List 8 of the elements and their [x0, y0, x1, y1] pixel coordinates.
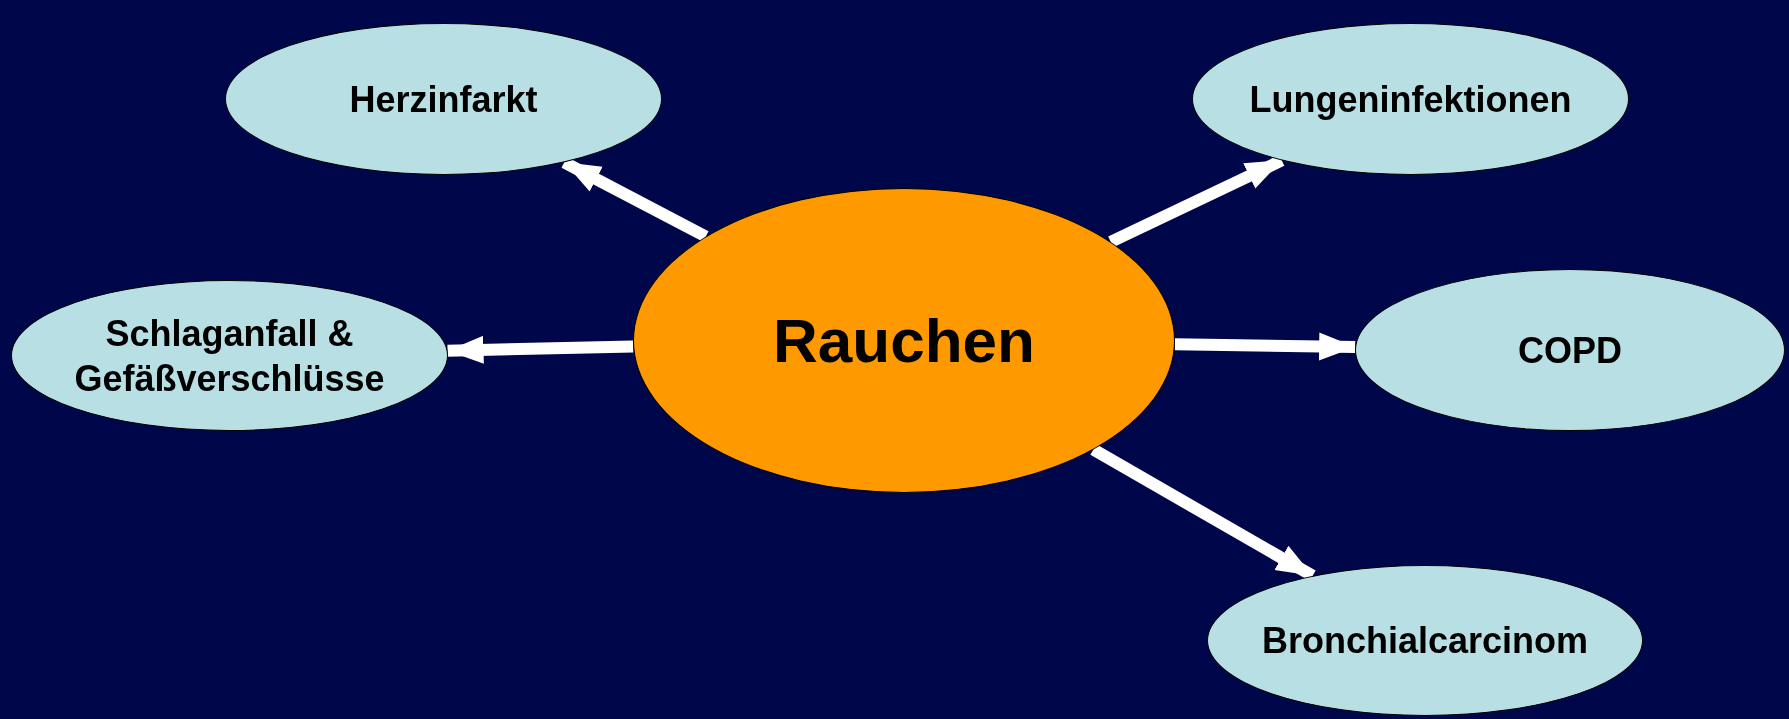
- node-label: Bronchialcarcinom: [1261, 619, 1589, 663]
- arrow: [447, 335, 634, 364]
- node-label: COPD: [1518, 328, 1622, 373]
- node-label: Herzinfarkt: [349, 77, 538, 122]
- arrow: [1174, 332, 1356, 361]
- node-label: Lungeninfektionen: [1249, 77, 1572, 122]
- node-label: Rauchen: [773, 305, 1035, 377]
- node-label: Schlaganfall & Gefäßverschlüsse: [73, 311, 386, 401]
